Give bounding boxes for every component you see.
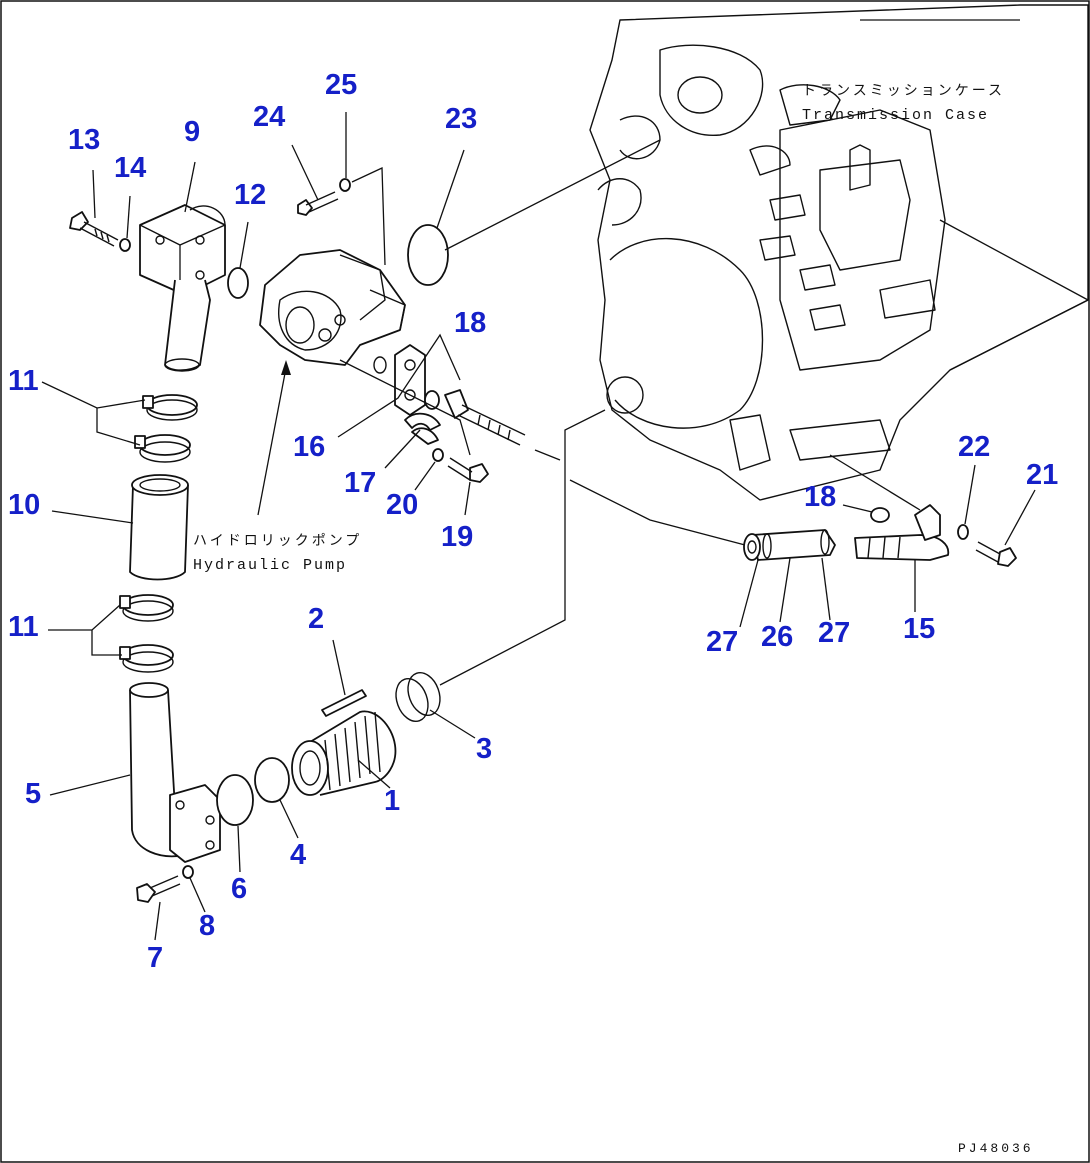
part-label-15[interactable]: 15: [903, 613, 935, 645]
part-label-9[interactable]: 9: [184, 116, 200, 148]
part-label-18a[interactable]: 18: [454, 307, 486, 339]
hydraulic-pump: [259, 249, 406, 366]
o-ring-12: [227, 267, 249, 299]
leader-lines: [41, 112, 1036, 941]
clamp-11-upper: [142, 394, 198, 421]
part-labels: 13 14 9 12 24 25 23 18 11 16 17 20 19 10…: [8, 69, 1058, 974]
part-label-8[interactable]: 8: [199, 910, 215, 942]
tube-26: [743, 529, 836, 561]
o-ring-18b: [870, 507, 890, 523]
caption-hydraulic-pump-en: Hydraulic Pump: [193, 557, 347, 574]
part-label-2[interactable]: 2: [308, 603, 324, 635]
bolt-21: [975, 541, 1017, 567]
part-label-27b[interactable]: 27: [818, 617, 850, 649]
part-label-18b[interactable]: 18: [804, 481, 836, 513]
bolt-19: [447, 457, 489, 483]
part-label-17[interactable]: 17: [344, 467, 376, 499]
part-label-10[interactable]: 10: [8, 489, 40, 521]
part-label-20[interactable]: 20: [386, 489, 418, 521]
part-label-13[interactable]: 13: [68, 124, 100, 156]
part-label-14[interactable]: 14: [114, 152, 146, 184]
part-label-7[interactable]: 7: [147, 942, 163, 974]
suction-pipe-9: [139, 204, 226, 372]
o-ring-3: [395, 671, 441, 723]
part-label-22[interactable]: 22: [958, 431, 990, 463]
part-label-21[interactable]: 21: [1026, 459, 1058, 491]
caption-transmission-case-jp: トランスミッションケース: [802, 83, 1005, 99]
pin-2: [321, 689, 367, 717]
part-label-26[interactable]: 26: [761, 621, 793, 653]
transmission-case: [589, 4, 1089, 501]
strainer-1: [291, 710, 397, 796]
leader-23: [444, 139, 661, 251]
hose-fitting: [444, 389, 561, 461]
leader-15-route: [829, 454, 921, 511]
pump-leader: [339, 359, 471, 456]
washer-8: [182, 865, 194, 879]
washer-14: [119, 238, 131, 252]
tube-route-line: [569, 479, 746, 546]
leader-25: [351, 166, 386, 266]
washer-22: [957, 524, 969, 540]
o-ring-6: [216, 774, 254, 826]
pump-pointer-line: [257, 367, 287, 516]
part-label-4[interactable]: 4: [290, 839, 306, 871]
part-label-6[interactable]: 6: [231, 873, 247, 905]
part-label-25[interactable]: 25: [325, 69, 357, 101]
hose-10: [129, 474, 189, 581]
part-label-11b[interactable]: 11: [8, 611, 39, 643]
part-label-5[interactable]: 5: [25, 778, 41, 810]
part-label-1[interactable]: 1: [384, 785, 400, 817]
part-label-3[interactable]: 3: [476, 733, 492, 765]
elbow-tube-15: [854, 504, 950, 561]
washer-25: [339, 178, 351, 192]
strainer-route-line: [439, 409, 606, 686]
part-label-23[interactable]: 23: [445, 103, 477, 135]
pipe-5: [129, 682, 221, 863]
caption-transmission-case-en: Transmission Case: [802, 107, 989, 124]
bolt-7: [136, 875, 181, 903]
bolt-13: [69, 211, 119, 247]
clamp-11-lower: [134, 434, 191, 463]
clamp-11-fourth: [119, 644, 174, 673]
part-label-24[interactable]: 24: [253, 101, 285, 133]
o-ring-23: [407, 224, 449, 286]
pump-pointer-arrowhead: [281, 360, 291, 375]
part-label-11a[interactable]: 11: [8, 365, 39, 397]
part-label-16[interactable]: 16: [293, 431, 325, 463]
drawing-code: PJ48036: [958, 1141, 1034, 1156]
o-ring-4: [254, 757, 290, 803]
caption-hydraulic-pump-jp: ハイドロリックポンプ: [193, 533, 362, 549]
part-label-19[interactable]: 19: [441, 521, 473, 553]
part-label-27a[interactable]: 27: [706, 626, 738, 658]
part-label-12[interactable]: 12: [234, 179, 266, 211]
washer-20: [432, 448, 444, 462]
bolt-24: [297, 191, 339, 216]
clamp-11-third: [119, 594, 174, 622]
